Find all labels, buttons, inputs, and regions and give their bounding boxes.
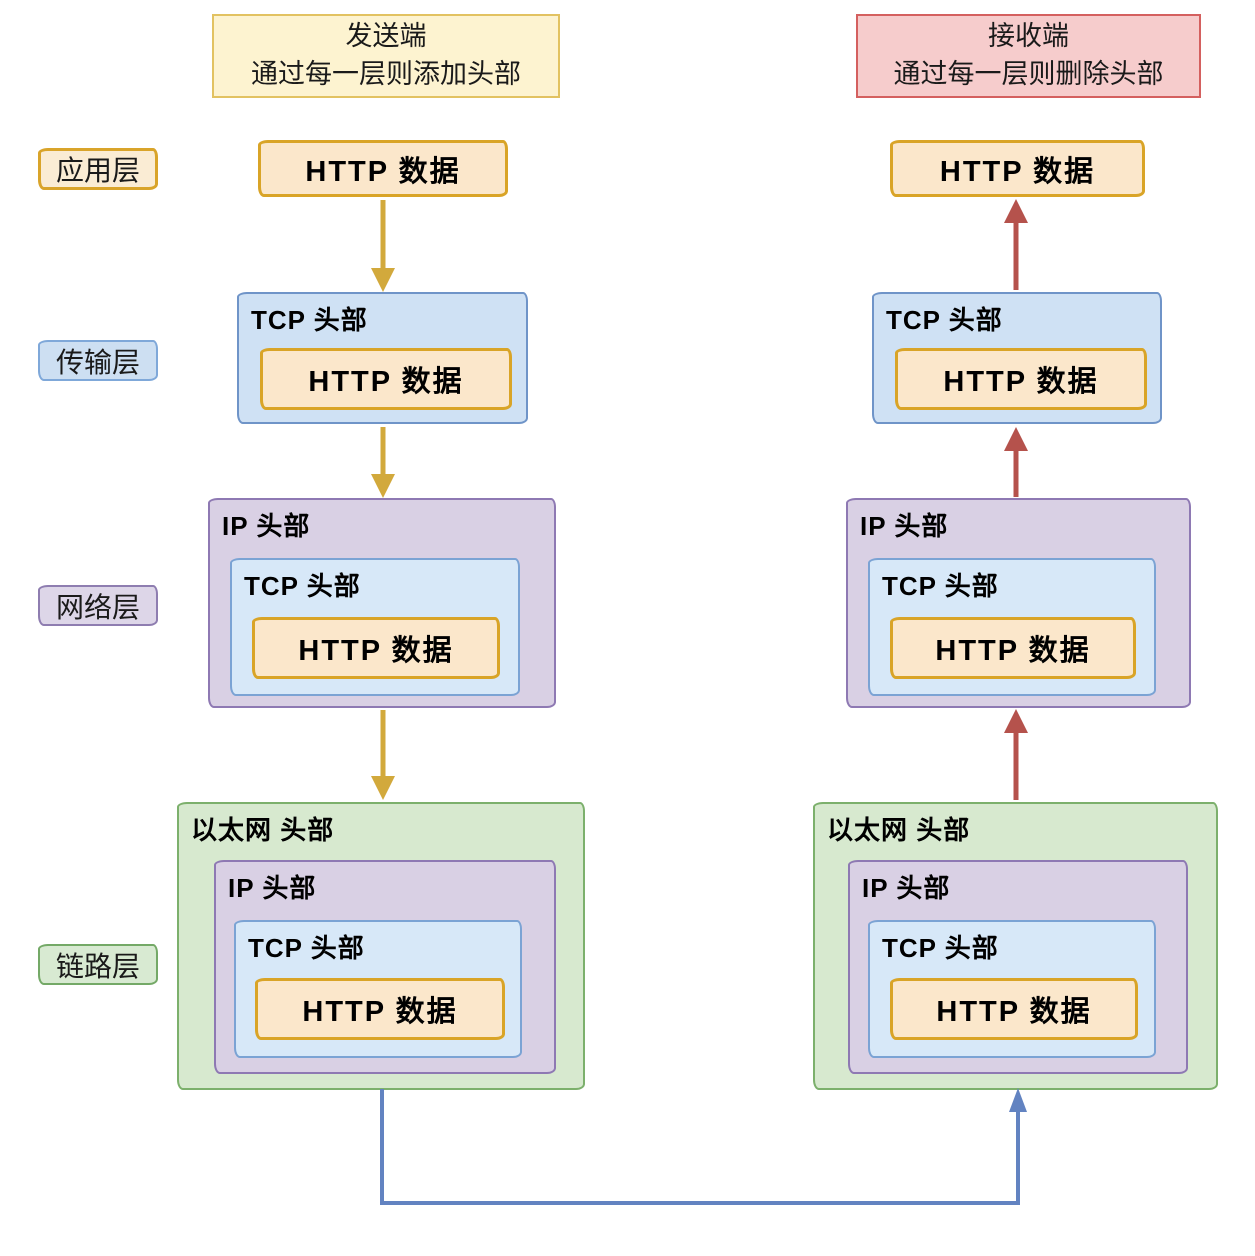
receiver-link-ethernet-label: 以太网 头部 (827, 815, 971, 845)
sender-link-ip-box: IP 头部 TCP 头部 HTTP 数据 (214, 860, 556, 1074)
receiver-link-ip-box: IP 头部 TCP 头部 HTTP 数据 (848, 860, 1188, 1074)
sender-link-ethernet-box: 以太网 头部 IP 头部 TCP 头部 HTTP 数据 (177, 802, 585, 1090)
receiver-transport-tcp-box: TCP 头部 HTTP 数据 (872, 292, 1162, 424)
sender-network-tcp-box: TCP 头部 HTTP 数据 (230, 558, 520, 696)
receiver-network-ip-box: IP 头部 TCP 头部 HTTP 数据 (846, 498, 1191, 708)
receiver-network-ip-label: IP 头部 (860, 511, 949, 541)
receiver-network-http-box: HTTP 数据 (890, 617, 1136, 679)
receiver-subtitle: 通过每一层则删除头部 (893, 59, 1164, 89)
layer-label-application: 应用层 (38, 148, 158, 190)
sender-transport-tcp-label: TCP 头部 (251, 305, 368, 335)
sender-app-http-box: HTTP 数据 (258, 140, 508, 197)
receiver-link-tcp-label: TCP 头部 (882, 933, 999, 963)
receiver-network-tcp-label: TCP 头部 (882, 571, 999, 601)
sender-subtitle: 通过每一层则添加头部 (251, 59, 521, 89)
sender-network-http-box: HTTP 数据 (252, 617, 500, 679)
sender-link-ethernet-label: 以太网 头部 (191, 815, 335, 845)
receiver-link-ip-label: IP 头部 (862, 873, 951, 903)
receiver-transport-tcp-label: TCP 头部 (886, 305, 1003, 335)
receiver-transport-http-box: HTTP 数据 (895, 348, 1147, 410)
receiver-header: 接收端 通过每一层则删除头部 (856, 14, 1201, 98)
bottom-connector-arrow-icon (380, 1088, 1027, 1205)
receiver-link-ethernet-box: 以太网 头部 IP 头部 TCP 头部 HTTP 数据 (813, 802, 1218, 1090)
sender-header: 发送端 通过每一层则添加头部 (212, 14, 560, 98)
receiver-link-http-box: HTTP 数据 (890, 978, 1138, 1040)
receiver-title: 接收端 (988, 21, 1069, 52)
layer-label-transport: 传输层 (38, 340, 158, 381)
sender-link-ip-label: IP 头部 (228, 873, 317, 903)
receiver-link-tcp-box: TCP 头部 HTTP 数据 (868, 920, 1156, 1058)
sender-transport-http-box: HTTP 数据 (260, 348, 512, 410)
sender-link-tcp-box: TCP 头部 HTTP 数据 (234, 920, 522, 1058)
sender-transport-tcp-box: TCP 头部 HTTP 数据 (237, 292, 528, 424)
sender-link-tcp-label: TCP 头部 (248, 933, 365, 963)
layer-label-link: 链路层 (38, 944, 158, 985)
sender-network-tcp-label: TCP 头部 (244, 571, 361, 601)
sender-network-ip-label: IP 头部 (222, 511, 311, 541)
sender-link-http-box: HTTP 数据 (255, 978, 505, 1040)
sender-network-ip-box: IP 头部 TCP 头部 HTTP 数据 (208, 498, 556, 708)
receiver-app-http-box: HTTP 数据 (890, 140, 1145, 197)
layer-label-network: 网络层 (38, 585, 158, 626)
receiver-network-tcp-box: TCP 头部 HTTP 数据 (868, 558, 1156, 696)
sender-title: 发送端 (345, 21, 427, 52)
